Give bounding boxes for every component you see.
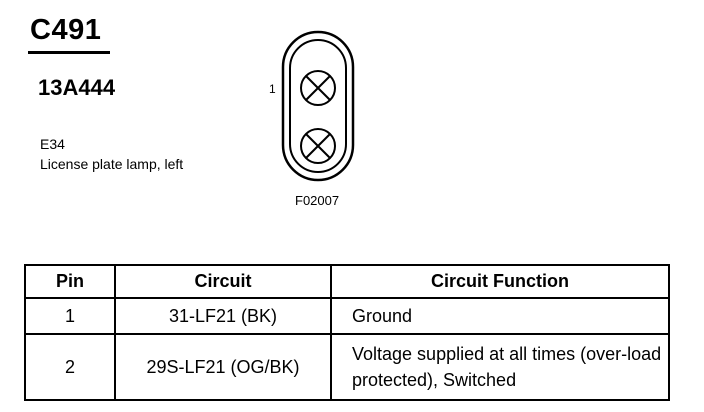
- pin-1-label: 1: [269, 82, 276, 96]
- table-row: 2 29S-LF21 (OG/BK) Voltage supplied at a…: [24, 333, 670, 401]
- circuit-cell: 29S-LF21 (OG/BK): [114, 333, 332, 401]
- pin-cell: 2: [24, 333, 116, 401]
- connector-id-underline: [28, 51, 110, 54]
- connector-outer-shell: [281, 30, 355, 182]
- connector-inner-shell: [289, 39, 347, 173]
- connector-id: C491: [30, 14, 102, 46]
- figure-code: F02007: [295, 193, 340, 208]
- header-circuit: Circuit: [114, 264, 332, 299]
- pin-1-cavity: [300, 70, 336, 106]
- header-pin: Pin: [24, 264, 116, 299]
- pinout-table: Pin Circuit Circuit Function 1 31-LF21 (…: [24, 264, 670, 401]
- pin-cell: 1: [24, 297, 116, 335]
- component-code: E34: [40, 136, 65, 152]
- table-row: 1 31-LF21 (BK) Ground: [24, 297, 670, 335]
- connector-face-drawing: [281, 30, 355, 182]
- function-cell: Ground: [330, 297, 670, 335]
- header-circuit-function: Circuit Function: [330, 264, 670, 299]
- pin-2-cavity: [300, 128, 336, 164]
- function-cell: Voltage supplied at all times (over-load…: [330, 333, 670, 401]
- component-description: License plate lamp, left: [40, 156, 184, 172]
- table-header-row: Pin Circuit Circuit Function: [24, 264, 670, 299]
- part-number: 13A444: [38, 75, 116, 100]
- circuit-cell: 31-LF21 (BK): [114, 297, 332, 335]
